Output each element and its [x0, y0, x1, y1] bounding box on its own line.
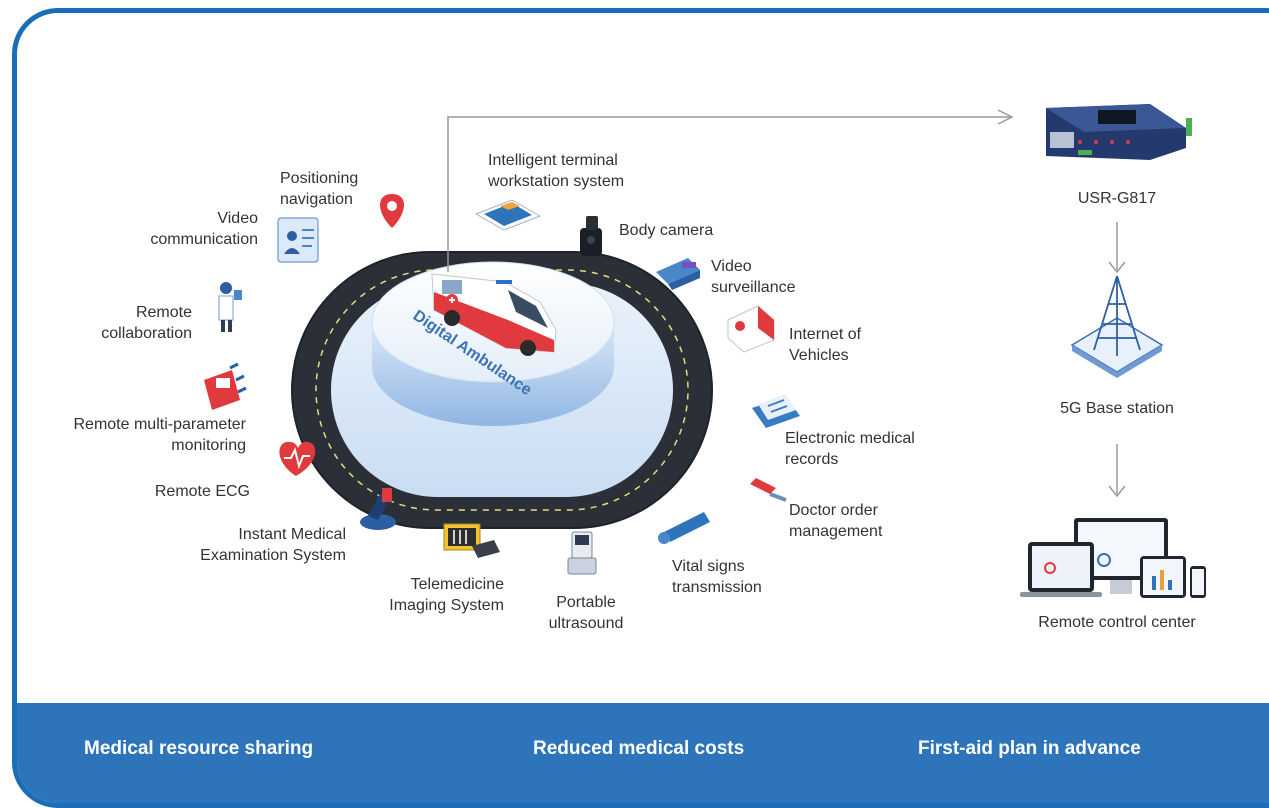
label-body-camera: Body camera: [619, 222, 714, 239]
label-remote-ecg: Remote ECG: [154, 483, 250, 500]
label-remote-collaboration: Remote collaboration: [101, 304, 192, 342]
label-telemedicine-imaging: Telemedicine Imaging System: [389, 576, 504, 614]
data-link-arrows: [447, 109, 1126, 498]
label-video-communication: Video communication: [150, 210, 258, 248]
label-base-station: 5G Base station: [1060, 400, 1174, 417]
label-intelligent-terminal: Intelligent terminal workstation system: [488, 152, 625, 190]
label-portable-ultrasound: Portable ultrasound: [548, 594, 624, 632]
label-internet-of-vehicles: Internet of Vehicles: [789, 326, 862, 364]
benefit-first-aid: First-aid plan in advance: [918, 738, 1141, 759]
label-usr-g817: USR-G817: [1077, 190, 1157, 207]
video-communication-icon: [277, 217, 319, 263]
label-control-center: Remote control center: [1038, 614, 1196, 631]
ambulance-illustration: [431, 273, 557, 356]
location-pin-icon: [380, 194, 404, 228]
monitor-device-icon: [204, 362, 247, 410]
benefit-reduced-costs: Reduced medical costs: [533, 738, 745, 759]
label-instant-medical-exam: Instant Medical Examination System: [200, 526, 346, 564]
base-station-icon: [1070, 275, 1164, 378]
heart-ecg-icon: [279, 441, 316, 476]
label-video-surveillance: Video surveillance: [711, 258, 796, 296]
label-electronic-records: Electronic medical records: [785, 430, 915, 468]
diagram-scene: Digital Ambulance: [204, 104, 1206, 598]
doctor-collaboration-icon: [218, 282, 242, 332]
router-icon: [1046, 104, 1192, 160]
label-doctor-order: Doctor order management: [789, 502, 883, 540]
ultrasound-icon: [567, 531, 597, 575]
label-positioning-navigation: Positioning navigation: [280, 170, 359, 208]
control-center-devices-icon: [1020, 518, 1206, 598]
syringe-icon: [750, 478, 787, 502]
surveillance-camera-icon: [656, 258, 700, 290]
medical-records-icon: [752, 394, 800, 428]
benefit-resource-sharing: Medical resource sharing: [84, 738, 314, 759]
label-remote-multi-parameter-monitoring: Remote multi-parameter monitoring: [73, 416, 247, 454]
imaging-system-icon: [443, 523, 500, 558]
thermometer-icon: [658, 512, 710, 544]
vehicle-network-icon: [727, 305, 775, 353]
microscope-icon: [360, 488, 396, 530]
body-camera-icon: [580, 216, 602, 256]
label-vital-signs: Vital signs transmission: [672, 558, 762, 596]
terminal-workstation-icon: [474, 199, 542, 231]
